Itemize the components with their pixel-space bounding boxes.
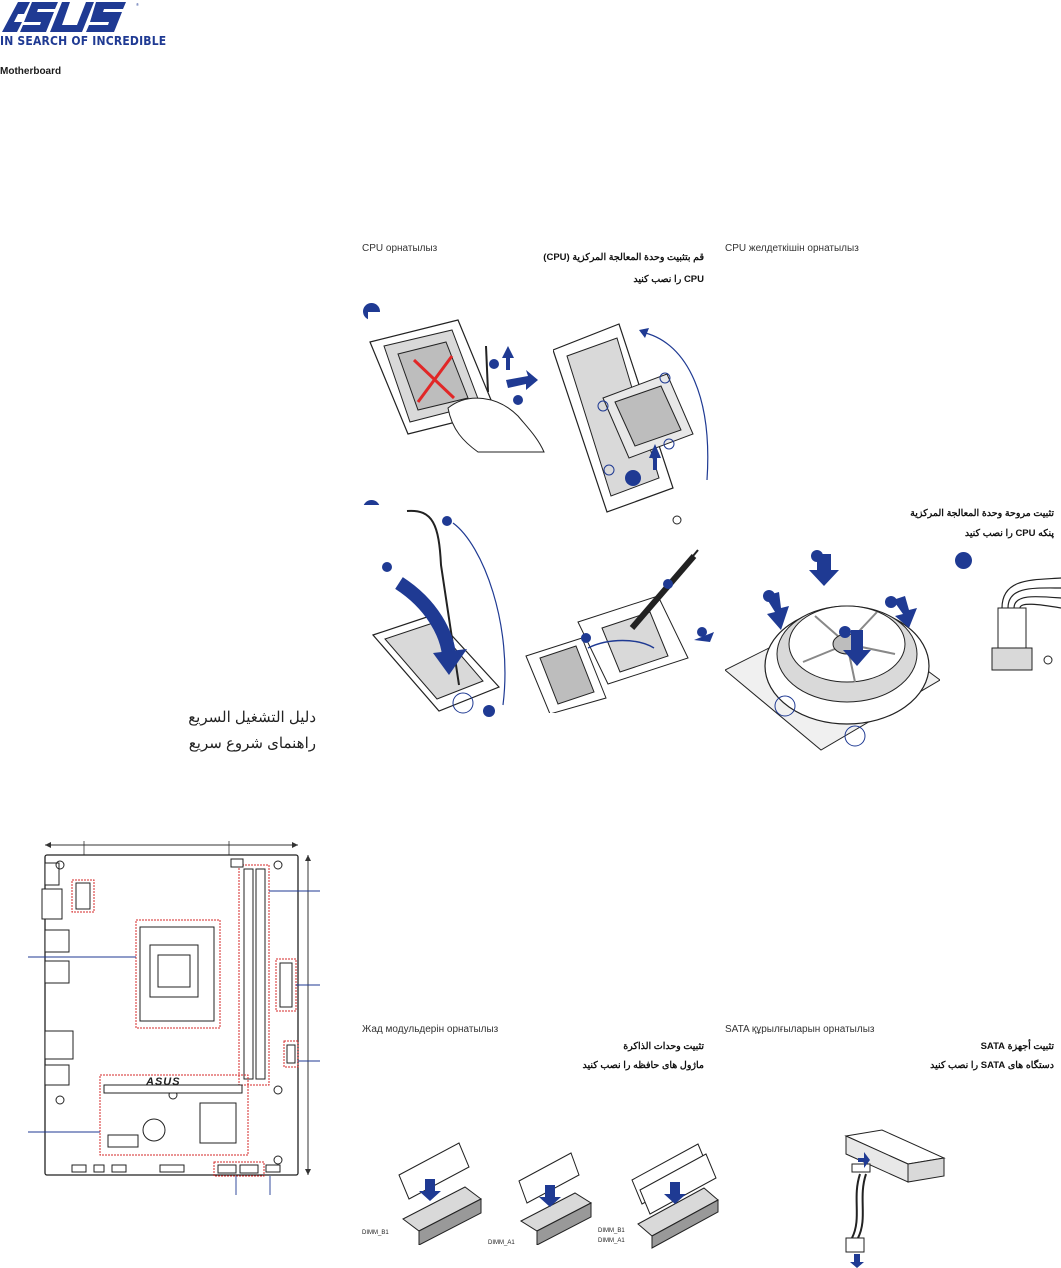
sata-section-title-arabic: تثبيت أجهزة SATA	[980, 1041, 1054, 1052]
asus-logo: ®	[2, 2, 139, 32]
sata-section-title-persian: دستگاه های SATA را نصب کنيد	[930, 1060, 1054, 1071]
cooler-section-title-persian: پنکه CPU را نصب کنيد	[964, 528, 1054, 539]
cpu-step-2-illustration	[553, 310, 723, 525]
motherboard-layout-diagram	[28, 841, 320, 1195]
cpu-fan-connector-illustration	[972, 568, 1061, 678]
quick-guide-title-arabic: دليل التشغيل السريع	[188, 709, 316, 726]
memory-section-title-kazakh: Жад модульдерін орнатылыз	[362, 1024, 499, 1035]
sata-section-title-kazakh: SATA құрылғыларын орнатылыз	[725, 1024, 875, 1035]
step-2-badge	[955, 552, 972, 569]
cpu-step-1-illustration	[368, 312, 546, 462]
dimm-install-illustration-1	[395, 1135, 485, 1245]
dimm-slot-label: DIMM_A1	[488, 1240, 515, 1246]
cooler-section-title-kazakh: CPU желдеткішін орнатылыз	[725, 243, 859, 254]
sata-install-illustration	[832, 1128, 947, 1268]
dimm-install-illustration-2	[515, 1145, 595, 1245]
memory-section-title-persian: ماژول های حافظه را نصب کنيد	[582, 1060, 704, 1071]
memory-section-title-arabic: تثبيت وحدات الذاكرة	[623, 1041, 704, 1052]
cpu-section-title-kazakh: CPU орнатылыз	[362, 243, 438, 254]
quick-guide-title-persian: راهنمای شروع سريع	[188, 735, 316, 752]
cpu-step-4-illustration	[518, 548, 718, 713]
product-label: Motherboard	[0, 66, 62, 77]
brand-tagline: IN SEARCH OF INCREDIBLE	[0, 34, 167, 48]
dimm-slot-label: DIMM_B1	[362, 1230, 389, 1236]
dimm-slot-label: DIMM_A1	[598, 1238, 625, 1244]
svg-text:®: ®	[136, 2, 139, 7]
cpu-section-title-persian: CPU را نصب کنيد	[633, 274, 704, 285]
cooler-section-title-arabic: تثبيت مروحة وحدة المعالجة المركزية	[910, 508, 1054, 519]
board-asus-logo: ASUS	[146, 1076, 181, 1088]
dimm-install-illustration-3	[628, 1130, 720, 1250]
dimm-slot-label: DIMM_B1	[598, 1228, 625, 1234]
cpu-step-3-illustration	[363, 505, 513, 735]
cpu-section-title-arabic: قم بتثبيت وحدة المعالجة المركزية (CPU)	[543, 252, 704, 263]
cpu-cooler-install-illustration	[725, 550, 940, 765]
